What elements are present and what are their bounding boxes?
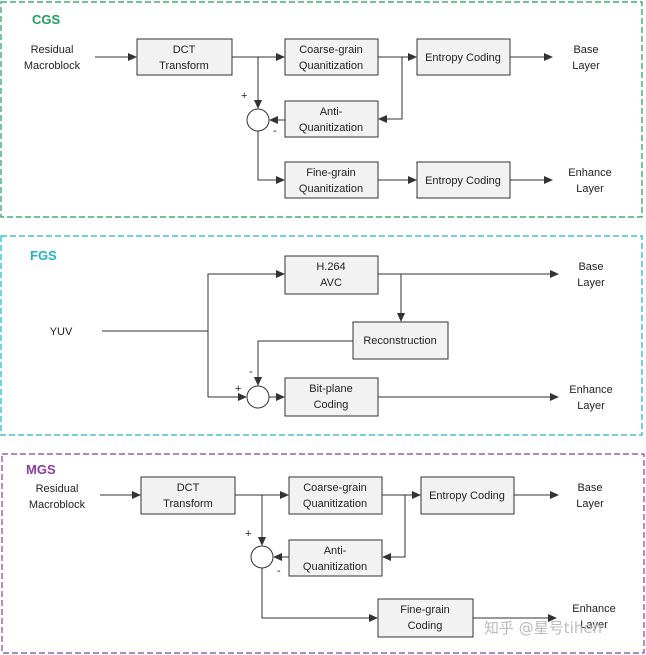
- cgs-base-label-2: Layer: [572, 60, 600, 72]
- mgs-fine-box: [377, 598, 474, 638]
- cgs-subtract-node: [246, 108, 270, 132]
- fgs-bitplane-label-2: Coding: [314, 399, 349, 411]
- cgs-enhance-label-2: Layer: [576, 183, 604, 195]
- mgs-coarse-label-2: Quanitization: [303, 498, 367, 510]
- cgs-entropy-box-2: [416, 161, 511, 199]
- mgs-minus-sign: -: [277, 565, 281, 577]
- mgs-enhance-label-2: Layer: [580, 619, 608, 631]
- fgs-subtract-node: [246, 385, 270, 409]
- fgs-title: FGS: [30, 248, 57, 263]
- fgs-recon-box: [352, 321, 449, 360]
- cgs-coarse-label-2: Quanitization: [299, 60, 363, 72]
- cgs-input-label-2: Macroblock: [24, 60, 81, 72]
- cgs-plus-sign: +: [241, 90, 247, 102]
- mgs-anti-label-2: Quanitization: [303, 561, 367, 573]
- watermark: 知乎 @星号tihen: [484, 619, 602, 637]
- fgs-base-label-1: Base: [578, 261, 603, 273]
- mgs-coarse-label-1: Coarse-grain: [303, 482, 367, 494]
- mgs-entropy-label: Entropy Coding: [429, 490, 505, 502]
- fgs-enhance-label-2: Layer: [577, 400, 605, 412]
- fgs-panel: [0, 235, 643, 436]
- fgs-recon-label: Reconstruction: [363, 335, 436, 347]
- mgs-dct-box: [140, 476, 236, 515]
- cgs-anti-label-1: Anti-: [320, 106, 343, 118]
- cgs-entropy-box-1: [416, 38, 511, 76]
- cgs-coarse-label-1: Coarse-grain: [299, 44, 363, 56]
- mgs-fine-label-1: Fine-grain: [400, 604, 450, 616]
- cgs-panel: [0, 1, 643, 218]
- cgs-dct-label-1: DCT: [173, 44, 196, 56]
- fgs-base-label-2: Layer: [577, 277, 605, 289]
- fgs-plus-sign: +: [235, 383, 241, 395]
- mgs-panel: [1, 453, 645, 654]
- fgs-avc-box: [284, 255, 379, 295]
- mgs-subtract-node: [250, 545, 274, 569]
- cgs-minus-sign: -: [273, 125, 277, 137]
- mgs-anti-box: [288, 539, 383, 577]
- mgs-input-label-1: Residual: [36, 483, 79, 495]
- fgs-bitplane-label-1: Bit-plane: [309, 383, 352, 395]
- fgs-avc-label-2: AVC: [320, 277, 342, 289]
- mgs-anti-label-1: Anti-: [324, 545, 347, 557]
- fgs-input-label: YUV: [50, 326, 73, 338]
- fgs-minus-sign: -: [249, 366, 253, 378]
- mgs-base-label-2: Layer: [576, 498, 604, 510]
- fgs-enhance-label-1: Enhance: [569, 384, 612, 396]
- mgs-input-label-2: Macroblock: [29, 499, 86, 511]
- mgs-dct-label-2: Transform: [163, 498, 213, 510]
- cgs-fine-label-2: Quanitization: [299, 183, 363, 195]
- cgs-enhance-label-1: Enhance: [568, 167, 611, 179]
- mgs-entropy-box: [420, 476, 515, 515]
- cgs-base-label-1: Base: [573, 44, 598, 56]
- mgs-fine-label-2: Coding: [408, 620, 443, 632]
- cgs-connectors: [95, 53, 553, 184]
- cgs-coarse-box: [284, 38, 379, 76]
- fgs-connectors: [102, 270, 559, 401]
- mgs-connectors: [100, 491, 559, 622]
- cgs-entropy-label-1: Entropy Coding: [425, 52, 501, 64]
- mgs-base-label-1: Base: [577, 482, 602, 494]
- fgs-bitplane-box: [284, 377, 379, 417]
- cgs-title: CGS: [32, 12, 61, 27]
- mgs-title: MGS: [26, 462, 56, 477]
- cgs-anti-label-2: Quanitization: [299, 122, 363, 134]
- cgs-entropy-label-2: Entropy Coding: [425, 175, 501, 187]
- fgs-avc-label-1: H.264: [316, 261, 345, 273]
- cgs-fine-label-1: Fine-grain: [306, 167, 356, 179]
- mgs-plus-sign: +: [245, 528, 251, 540]
- cgs-dct-label-2: Transform: [159, 60, 209, 72]
- cgs-input-label-1: Residual: [31, 44, 74, 56]
- mgs-coarse-box: [288, 476, 383, 515]
- mgs-dct-label-1: DCT: [177, 482, 200, 494]
- mgs-enhance-label-1: Enhance: [572, 603, 615, 615]
